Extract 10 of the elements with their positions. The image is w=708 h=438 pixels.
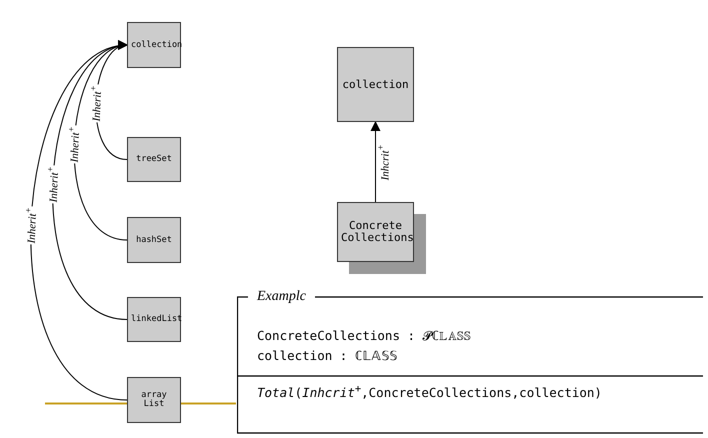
predicate: Total(Inhcrit$^{+}$,ConcreteCollections,collection) bbox=[257, 383, 602, 400]
arrow bbox=[30, 42, 128, 400]
class-box: hashSet bbox=[127, 217, 181, 263]
declaration: collection : ℂ𝕃𝔸𝕊𝕊 bbox=[257, 348, 398, 363]
class-box: collection bbox=[337, 47, 414, 122]
declaration: ConcreteCollections : 𝓟ℂ𝕃𝔸𝕊𝕊 bbox=[257, 328, 472, 344]
class-box: array List bbox=[127, 377, 181, 423]
class-box: treeSet bbox=[127, 137, 181, 182]
schema-name: Examplc bbox=[257, 289, 306, 305]
arrow bbox=[370, 121, 380, 202]
